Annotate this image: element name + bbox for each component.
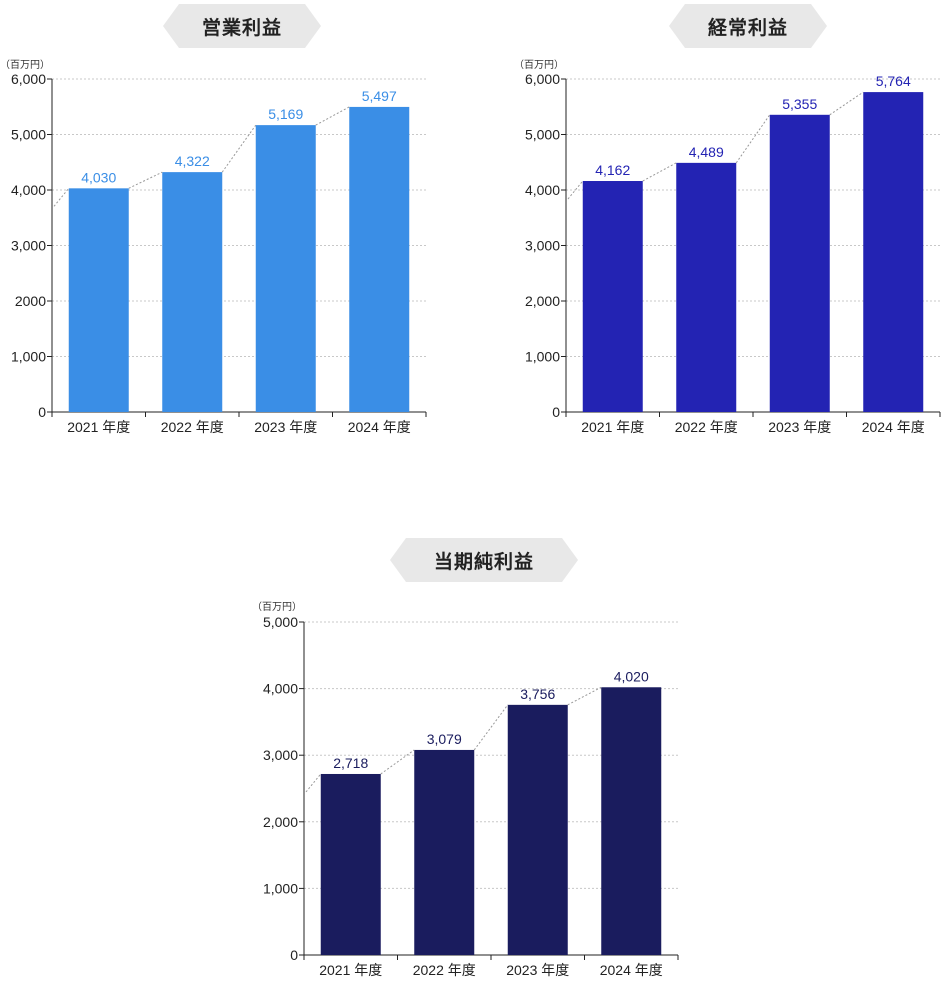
data-label: 3,079 [427,731,462,747]
data-label: 2,718 [333,755,368,771]
y-tick-label: 0 [552,404,560,420]
y-tick-label: 2000 [15,293,46,309]
x-tick-label: 2023 年度 [506,962,569,978]
y-tick-label: 6,000 [11,71,46,87]
data-label: 5,355 [782,96,817,112]
connector-line [567,686,602,706]
chart-title-badge: 営業利益 [163,4,321,48]
y-tick-label: 3,000 [11,238,46,254]
unit-label: （百万円） [514,60,564,71]
y-tick-label: 3,000 [263,747,298,763]
y-tick-label: 0 [38,404,46,420]
bar [414,749,475,955]
x-tick-label: 2024 年度 [862,419,925,435]
data-label: 5,764 [876,73,911,89]
connector-line [735,114,771,164]
connector-line [829,91,864,116]
bar [349,106,410,412]
unit-label: （百万円） [0,60,50,71]
data-label: 5,497 [362,88,397,104]
chart-title: 営業利益 [201,16,282,39]
x-tick-label: 2024 年度 [600,962,663,978]
connector-line [473,704,509,751]
y-tick-label: 1,000 [263,880,298,896]
bar [582,181,643,412]
data-label: 5,169 [268,106,303,122]
data-label: 4,489 [689,144,724,160]
bar [769,114,830,413]
data-label: 4,162 [595,162,630,178]
bar [507,704,568,955]
x-tick-label: 2023 年度 [768,419,831,435]
bar [320,773,381,955]
x-tick-label: 2022 年度 [413,962,476,978]
y-tick-label: 5,000 [263,614,298,630]
y-tick-label: 3,000 [525,238,560,254]
bar [863,92,924,413]
x-tick-label: 2021 年度 [67,419,130,435]
connector-line [380,749,415,775]
y-tick-label: 4,000 [525,182,560,198]
x-tick-label: 2021 年度 [319,962,382,978]
chart-title: 経常利益 [707,16,788,39]
x-tick-label: 2021 年度 [581,419,644,435]
y-tick-label: 1,000 [11,349,46,365]
y-tick-label: 2,000 [263,814,298,830]
chart-title: 当期純利益 [433,550,534,573]
y-tick-label: 4,000 [11,182,46,198]
data-label: 4,020 [614,668,649,684]
x-tick-label: 2022 年度 [161,419,224,435]
x-tick-label: 2022 年度 [675,419,738,435]
chart-title-badge: 当期純利益 [390,538,578,582]
connector-line [305,773,322,793]
data-label: 3,756 [520,686,555,702]
bar [162,172,223,412]
y-tick-label: 0 [290,947,298,963]
y-tick-label: 1,000 [525,349,560,365]
chart-title-badge: 経常利益 [669,4,827,48]
bar [601,687,662,955]
y-tick-label: 6,000 [525,71,560,87]
bar [68,188,129,412]
data-label: 4,322 [175,153,210,169]
y-tick-label: 5,000 [525,127,560,143]
data-label: 4,030 [81,169,116,185]
x-tick-label: 2023 年度 [254,419,317,435]
bar [255,125,316,413]
y-tick-label: 4,000 [263,681,298,697]
y-tick-label: 5,000 [11,127,46,143]
bar [676,162,737,412]
y-tick-label: 2,000 [525,293,560,309]
x-tick-label: 2024 年度 [348,419,411,435]
unit-label: （百万円） [252,602,302,613]
connector-line [221,124,257,173]
